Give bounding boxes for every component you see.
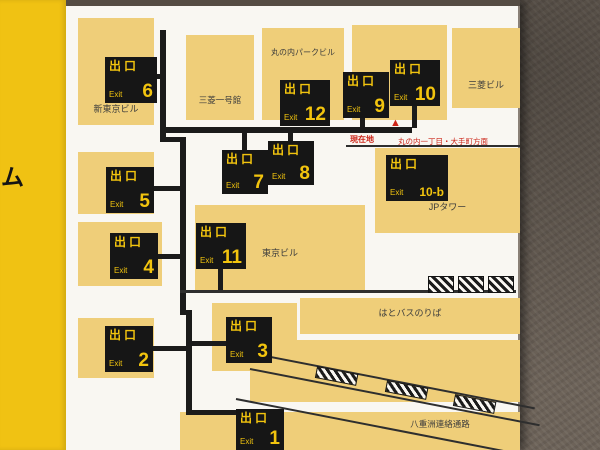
exit-number: 12 xyxy=(304,103,326,125)
exit-box-1: 出口 Exit 1 xyxy=(236,409,284,450)
building-block-southeast xyxy=(250,340,520,402)
passage-stub-exit9 xyxy=(360,118,365,128)
exit-number: 6 xyxy=(142,80,153,102)
passage-line-main-horizontal xyxy=(162,127,412,133)
exit-en-label: Exit xyxy=(226,181,240,190)
exit-kanji: 出口 xyxy=(110,169,141,183)
exit-en-label: Exit xyxy=(390,188,404,197)
exit-number: 10 xyxy=(414,83,436,105)
exit-kanji: 出口 xyxy=(347,74,378,88)
exit-box-8: 出口 Exit 8 xyxy=(268,141,314,185)
exit-en-label: Exit xyxy=(394,93,408,102)
exit-en-label: Exit xyxy=(200,256,214,265)
exit-number: 2 xyxy=(138,349,149,371)
exit-box-2: 出口 Exit 2 xyxy=(105,326,153,372)
zebra-bay-marking xyxy=(488,276,514,293)
exit-kanji: 出口 xyxy=(284,82,315,96)
exit-number: 10-b xyxy=(419,185,444,199)
exit-en-label: Exit xyxy=(110,200,124,209)
building-block-mitsubishi xyxy=(452,28,520,108)
building-label-tokyo-bldg: 東京ビル xyxy=(261,248,298,258)
building-label-mitsubishi: 三菱ビル xyxy=(467,80,504,90)
exit-number: 7 xyxy=(253,171,264,193)
exit-kanji: 出口 xyxy=(226,152,257,166)
passage-stub-exit11 xyxy=(218,269,223,293)
exit-kanji: 出口 xyxy=(240,411,271,425)
sign-edge-partial-text: ム xyxy=(1,164,24,190)
exit-kanji: 出口 xyxy=(230,319,261,333)
exit-box-11: 出口 Exit 11 xyxy=(196,223,246,269)
area-label-hato-bus: はとバスのりば xyxy=(378,308,442,318)
passage-stub-exit6 xyxy=(157,74,162,79)
passage-stub-exit4 xyxy=(158,254,182,259)
building-label-marunouchi-park: 丸の内パークビル xyxy=(271,48,335,57)
building-block-hato-bus xyxy=(300,298,520,334)
passage-stub-exit5 xyxy=(154,186,182,191)
exit-box-10b: 出口 Exit 10-b xyxy=(386,155,448,201)
passage-stub-exit7 xyxy=(242,133,247,151)
exit-number: 5 xyxy=(139,190,150,212)
passage-stub-exit8 xyxy=(288,133,293,142)
passage-line-elbow-1 xyxy=(160,137,186,142)
exit-box-7: 出口 Exit 7 xyxy=(222,150,268,194)
exit-en-label: Exit xyxy=(240,437,254,446)
building-block-mitsubishi-ichigokan xyxy=(186,35,254,120)
zebra-bay-marking xyxy=(428,276,454,293)
exit-en-label: Exit xyxy=(347,105,361,114)
exit-box-5: 出口 Exit 5 xyxy=(106,167,154,213)
exit-box-12: 出口 Exit 12 xyxy=(280,80,330,126)
exit-kanji: 出口 xyxy=(109,59,140,73)
exit-number: 8 xyxy=(299,162,310,184)
passage-stub-exit10 xyxy=(412,106,417,128)
exit-en-label: Exit xyxy=(230,350,244,359)
map-panel: 丸の内パークビル 新東京ビル 三菱一号館 三菱ビル JPタワー 東京ビル はとバ… xyxy=(66,0,540,450)
passage-stub-exit3 xyxy=(186,341,226,346)
zebra-bay-marking xyxy=(458,276,484,293)
exit-en-label: Exit xyxy=(284,113,298,122)
current-location-label: 現在地 xyxy=(350,135,374,144)
road-edge-line-middle xyxy=(180,290,516,293)
exit-number: 1 xyxy=(269,427,280,449)
exit-box-9: 出口 Exit 9 xyxy=(343,72,389,118)
exit-kanji: 出口 xyxy=(390,157,421,171)
passage-line-to-exit1 xyxy=(186,410,240,415)
passage-stub-exit2 xyxy=(153,346,188,351)
building-label-shin-tokyo: 新東京ビル xyxy=(93,104,139,114)
exit-kanji: 出口 xyxy=(272,143,303,157)
exit-en-label: Exit xyxy=(109,359,123,368)
exit-number: 11 xyxy=(221,246,242,268)
exit-number: 9 xyxy=(374,95,385,117)
building-label-mitsubishi-ichigokan: 三菱一号館 xyxy=(198,95,242,105)
exit-box-3: 出口 Exit 3 xyxy=(226,317,272,363)
passage-line-main-vertical-mid xyxy=(180,137,186,315)
exit-box-4: 出口 Exit 4 xyxy=(110,233,158,279)
exit-box-10: 出口 Exit 10 xyxy=(390,60,440,106)
area-label-yaesu-passage: 八重洲連絡通路 xyxy=(410,419,470,429)
direction-label: 丸の内一丁目・大手町方面 xyxy=(398,137,488,146)
exit-kanji: 出口 xyxy=(200,225,231,239)
building-label-jp-tower: JPタワー xyxy=(428,202,467,212)
exit-en-label: Exit xyxy=(109,90,123,99)
exit-en-label: Exit xyxy=(272,172,286,181)
exit-number: 4 xyxy=(143,256,154,278)
exit-kanji: 出口 xyxy=(114,235,145,249)
exit-kanji: 出口 xyxy=(109,328,140,342)
current-location-marker-icon: ▲ xyxy=(390,117,401,129)
passage-line-main-vertical-top xyxy=(160,30,166,142)
passage-line-main-vertical-bottom xyxy=(186,310,192,415)
exit-box-6: 出口 Exit 6 xyxy=(105,57,157,103)
exit-en-label: Exit xyxy=(114,266,128,275)
exit-kanji: 出口 xyxy=(394,62,425,76)
exit-number: 3 xyxy=(257,340,268,362)
sign-yellow-edge: ム xyxy=(0,0,66,450)
road-edge-line-direction xyxy=(346,145,520,147)
